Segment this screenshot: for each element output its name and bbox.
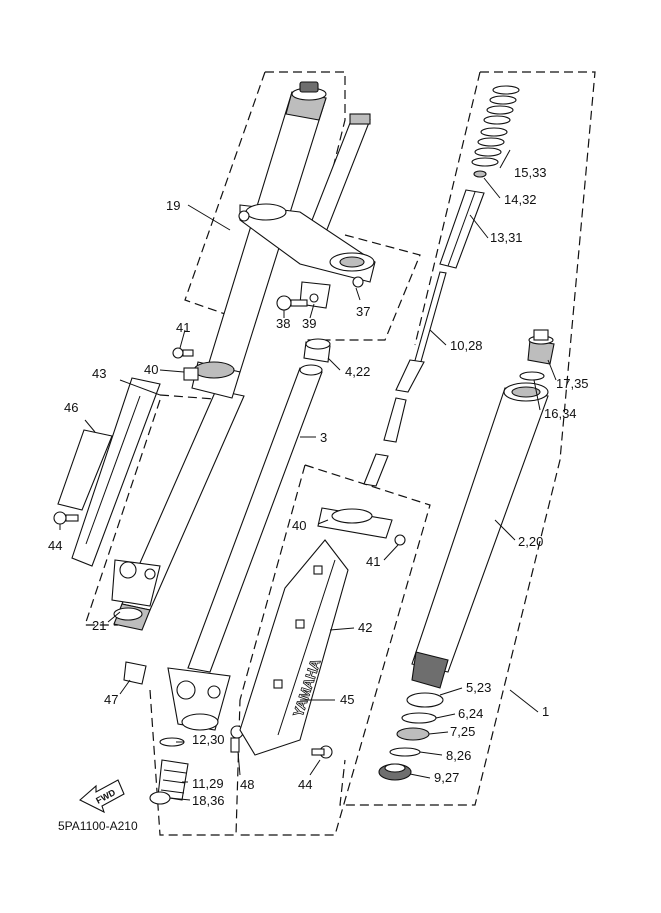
bolt-44-right xyxy=(311,745,333,759)
label-17-35: 17,35 xyxy=(556,376,589,391)
lower-fork-guard-42 xyxy=(239,539,349,756)
o-ring-16 xyxy=(519,371,545,381)
fork-spring xyxy=(471,85,520,167)
spring-guide-13 xyxy=(439,189,485,269)
label-2-20: 2,20 xyxy=(518,534,543,549)
spring-guide-nut-14 xyxy=(473,170,487,178)
label-46: 46 xyxy=(64,400,78,415)
label-7-25: 7,25 xyxy=(450,724,475,739)
cap-bolt-17 xyxy=(527,329,555,365)
label-42: 42 xyxy=(358,620,372,635)
label-16-34: 16,34 xyxy=(544,406,577,421)
oil-seal-stack xyxy=(378,692,444,781)
label-40-lower: 40 xyxy=(292,518,306,533)
label-21: 21 xyxy=(92,618,106,633)
left-fork-outer-tube xyxy=(113,81,327,631)
left-fork-upper-clamp xyxy=(183,361,241,399)
label-5-23: 5,23 xyxy=(466,680,491,695)
label-13-31: 13,31 xyxy=(490,230,523,245)
bolt-41-upper xyxy=(172,347,194,359)
damper-rod xyxy=(363,271,447,487)
label-40-upper: 40 xyxy=(144,362,158,377)
cable-holder-47 xyxy=(123,661,147,685)
fork-guard-43 xyxy=(71,377,161,567)
label-14-32: 14,32 xyxy=(504,192,537,207)
label-8-26: 8,26 xyxy=(446,748,471,763)
label-44-right: 44 xyxy=(298,777,312,792)
label-48: 48 xyxy=(240,777,254,792)
label-9-27: 9,27 xyxy=(434,770,459,785)
label-43: 43 xyxy=(92,366,106,381)
inner-tube-bottom-axle-holder xyxy=(167,667,231,731)
drawing-code: 5PA1100-A210 xyxy=(58,819,138,833)
bolt-44-left xyxy=(53,511,79,525)
lower-clamp-40 xyxy=(317,507,393,539)
label-10-28: 10,28 xyxy=(450,338,483,353)
label-4-22: 4,22 xyxy=(345,364,370,379)
callout-labels: 19 41 40 43 46 44 21 47 12,30 11,29 48 1… xyxy=(48,165,589,808)
label-41-upper: 41 xyxy=(176,320,190,335)
bolt-41-lower xyxy=(394,534,406,546)
label-39: 39 xyxy=(302,316,316,331)
label-37: 37 xyxy=(356,304,370,319)
label-3: 3 xyxy=(320,430,327,445)
label-11-29: 11,29 xyxy=(192,776,224,791)
guard-decal-46 xyxy=(57,429,113,511)
label-19: 19 xyxy=(166,198,180,213)
label-38: 38 xyxy=(276,316,290,331)
leader-lines xyxy=(59,149,557,801)
label-44-left: 44 xyxy=(48,538,62,553)
label-1: 1 xyxy=(542,704,549,719)
group-outline-right-fork xyxy=(339,71,596,806)
label-18-36: 18,36 xyxy=(192,793,225,808)
inner-fork-tube xyxy=(187,338,331,673)
label-45: 45 xyxy=(340,692,354,707)
left-fork-axle-holder xyxy=(111,559,161,607)
damper-rod-bolt-cover xyxy=(149,737,189,805)
label-47: 47 xyxy=(104,692,118,707)
label-41-lower: 41 xyxy=(366,554,380,569)
forward-direction-arrow xyxy=(79,779,125,814)
label-12-30: 12,30 xyxy=(192,732,225,747)
label-6-24: 6,24 xyxy=(458,706,483,721)
group-outline-lower-guard xyxy=(236,464,431,836)
label-15-33: 15,33 xyxy=(514,165,547,180)
top-bracket xyxy=(238,203,376,288)
